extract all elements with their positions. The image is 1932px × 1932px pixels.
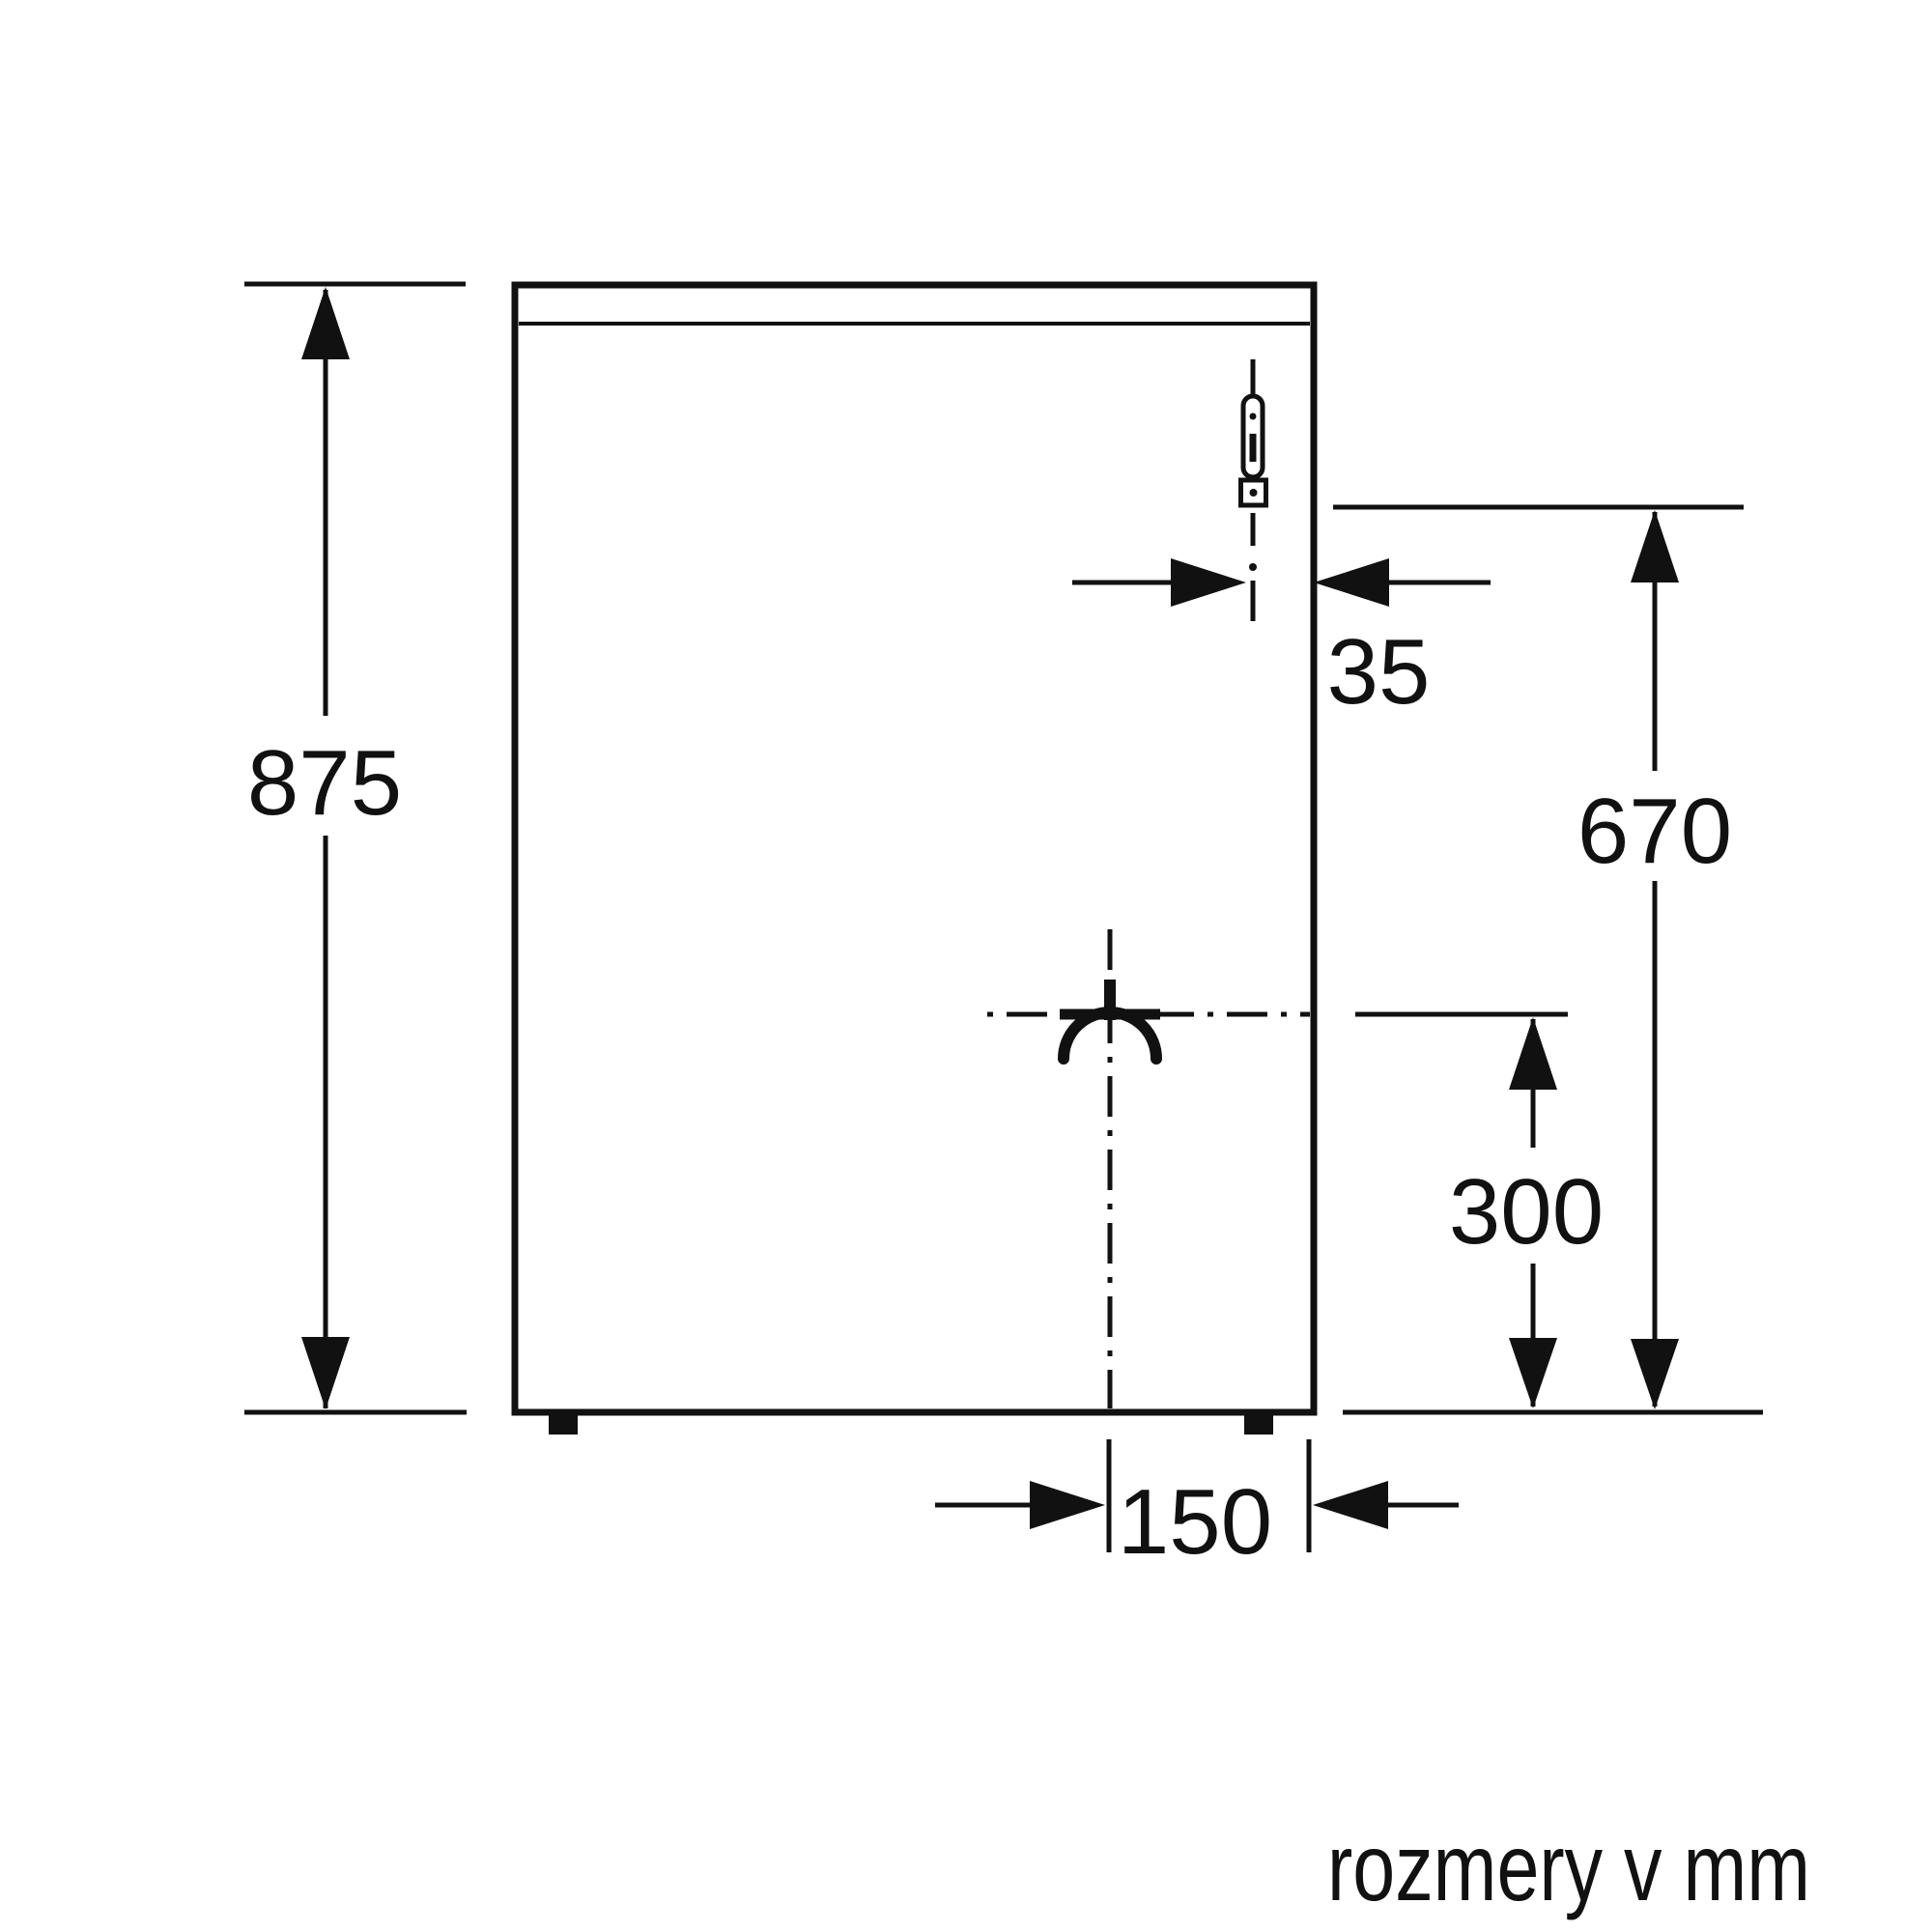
appliance-foot-right (1244, 1414, 1273, 1435)
arrowhead-up (1631, 510, 1679, 582)
dim-label-875: 875 (247, 731, 402, 835)
arrowhead-left (1314, 558, 1389, 607)
gas-arc (1058, 1007, 1162, 1065)
appliance-foot-left (549, 1414, 578, 1435)
valve-capsule (1240, 393, 1265, 480)
valve-box (1238, 477, 1268, 508)
arrowhead-down (301, 1337, 350, 1409)
dim-label-300: 300 (1449, 1160, 1604, 1264)
units-caption: rozmery v mm (1327, 1814, 1810, 1920)
valve-capsule-dot (1249, 412, 1257, 420)
arrowhead-right (1030, 1481, 1105, 1529)
arrowhead-down (1631, 1339, 1679, 1409)
dimension-875: 875 (244, 281, 467, 1415)
dimension-35: 35 (1072, 558, 1491, 724)
arrowhead-right (1171, 558, 1246, 607)
dim-label-150: 150 (1118, 1470, 1272, 1574)
dim-label-670: 670 (1577, 780, 1732, 883)
arrowhead-down (1509, 1338, 1557, 1408)
gas-valve-icon (1238, 359, 1268, 621)
appliance-outline (511, 281, 1318, 1435)
appliance-body-rect (511, 281, 1318, 1416)
arrowhead-up (301, 287, 350, 359)
arrowhead-left (1313, 1481, 1388, 1529)
dimension-300: 300 (1355, 1011, 1604, 1408)
dimension-150: 150 (935, 1439, 1459, 1574)
dim-label-35: 35 (1327, 620, 1431, 724)
arrowhead-up (1509, 1017, 1557, 1090)
valve-centerline-dot (1249, 563, 1257, 571)
dimension-670: 670 (1333, 504, 1763, 1415)
valve-box-dot (1249, 489, 1258, 497)
gas-connection-icon (987, 929, 1310, 1408)
